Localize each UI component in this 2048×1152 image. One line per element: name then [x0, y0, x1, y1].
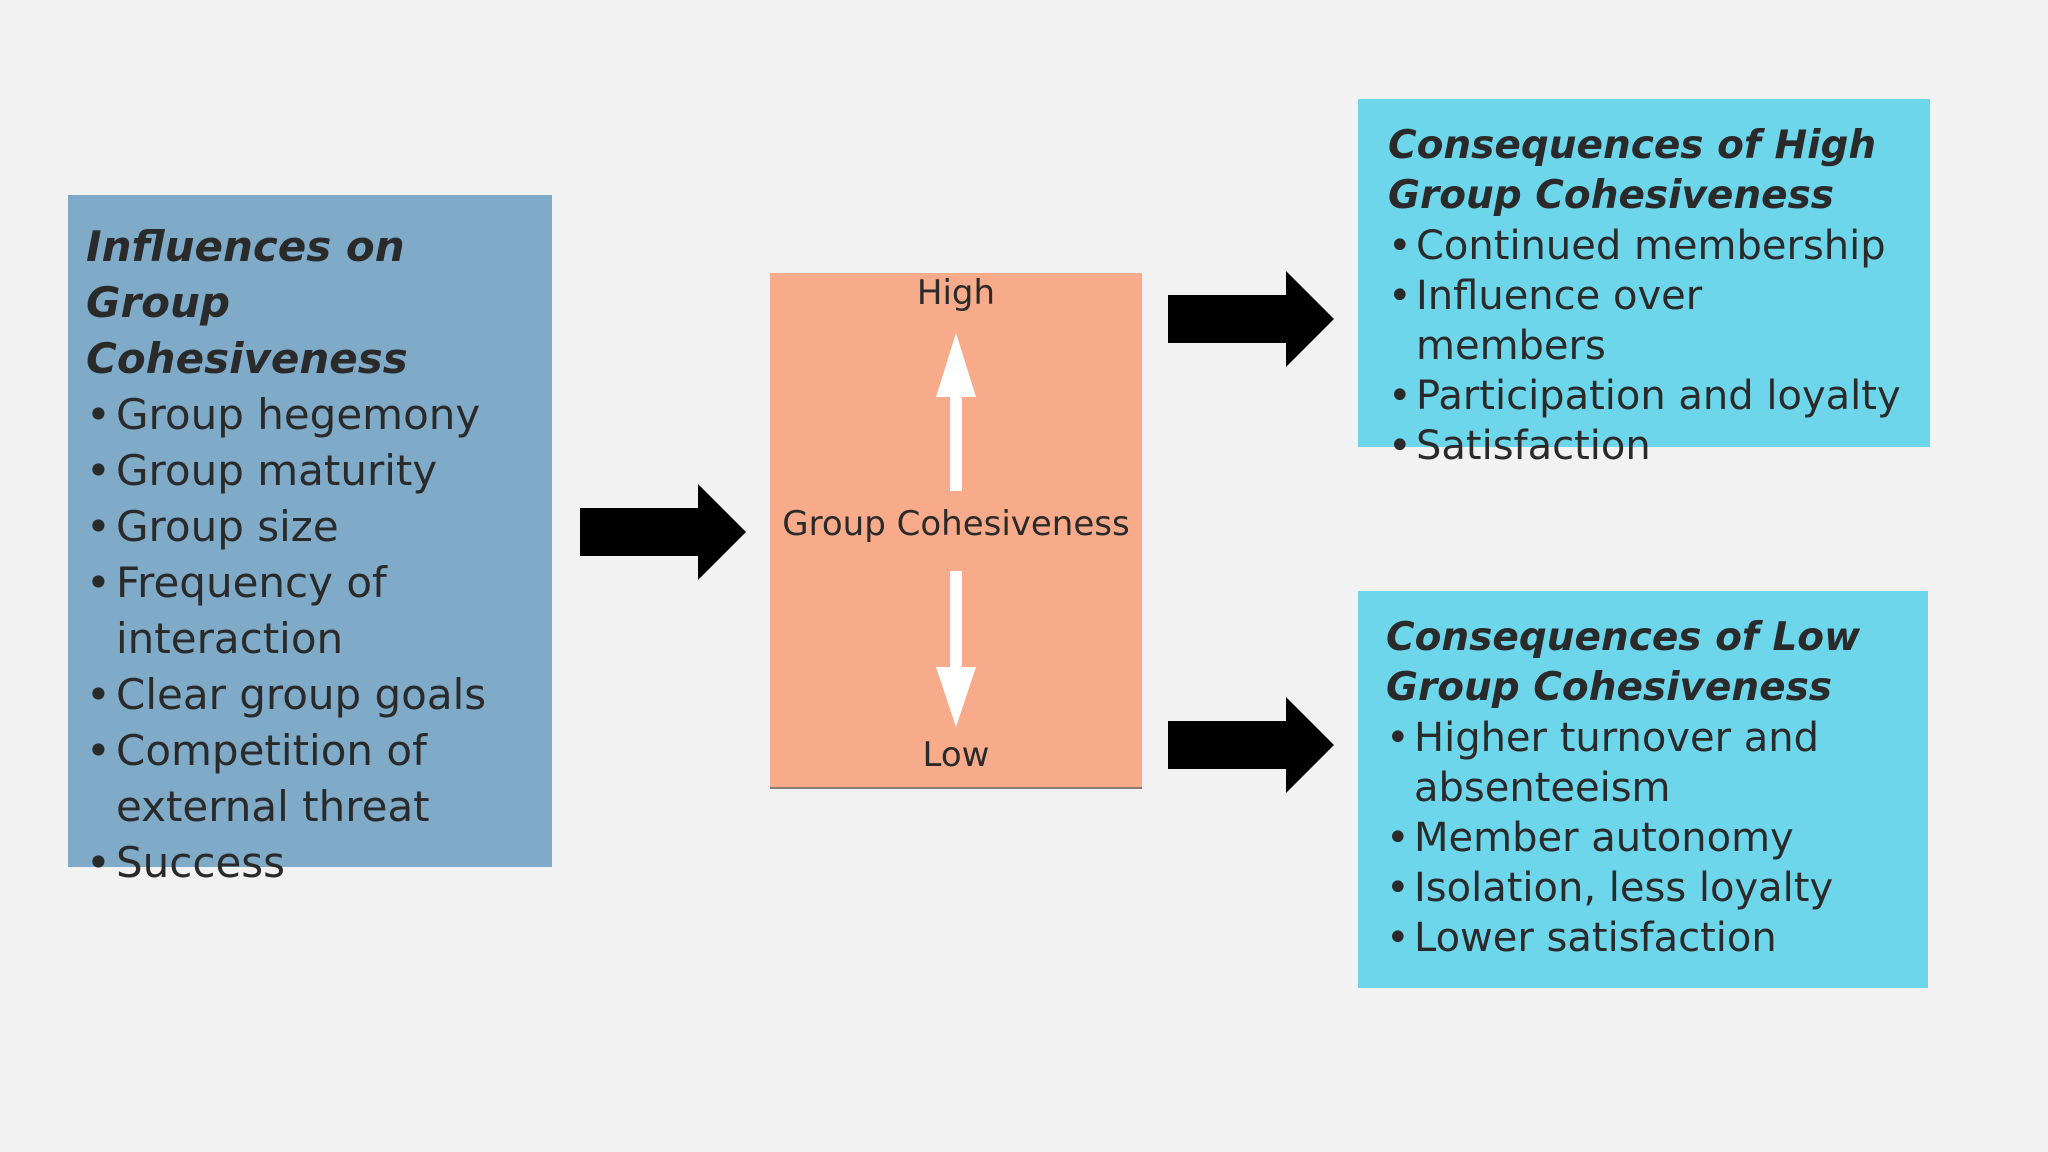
bullet: •: [86, 502, 111, 551]
high-label: High: [916, 273, 996, 313]
bullet: •: [1386, 815, 1410, 861]
influence-item: •Frequency of interaction: [86, 555, 534, 667]
influence-item: •Competition of external threat: [86, 723, 534, 835]
right-arrow-icon: [1168, 697, 1334, 793]
high-consequence-item: •Continued membership: [1388, 221, 1902, 271]
low-consequences-list: •Higher turnover and absenteeism •Member…: [1386, 713, 1900, 963]
low-consequence-item: •Isolation, less loyalty: [1386, 863, 1900, 913]
bullet: •: [1386, 865, 1410, 911]
low-consequence-item: •Higher turnover and absenteeism: [1386, 713, 1900, 813]
low-consequence-item: •Lower satisfaction: [1386, 913, 1900, 963]
bullet: •: [1388, 423, 1412, 469]
low-consequence-text: Lower satisfaction: [1414, 915, 1777, 961]
down-arrow-icon: [936, 571, 976, 727]
high-consequence-text: Continued membership: [1416, 223, 1886, 269]
bullet: •: [86, 446, 111, 495]
influence-item: •Group size: [86, 499, 534, 555]
high-consequence-item: •Influence over members: [1388, 271, 1902, 371]
low-consequences-box: Consequences of Low Group Cohesiveness •…: [1358, 591, 1928, 988]
influences-list: •Group hegemony •Group maturity •Group s…: [86, 387, 534, 891]
group-cohesiveness-label: Group Cohesiveness: [782, 504, 1130, 544]
right-arrow-icon: [580, 484, 746, 580]
bullet: •: [1388, 273, 1412, 319]
right-arrow-icon: [1168, 271, 1334, 367]
high-consequences-box: Consequences of High Group Cohesiveness …: [1358, 99, 1930, 469]
influence-item: •Group maturity: [86, 443, 534, 499]
bullet: •: [1388, 373, 1412, 419]
low-consequence-text: Isolation, less loyalty: [1414, 865, 1834, 911]
group-cohesiveness-box: High Group Cohesiveness Low: [770, 273, 1142, 789]
influences-title: Influences on Group Cohesiveness: [86, 222, 408, 383]
high-consequence-item: •Participation and loyalty: [1388, 371, 1902, 421]
high-consequence-text: Participation and loyalty: [1416, 373, 1901, 419]
bullet: •: [86, 670, 111, 719]
influence-item-text: Group size: [116, 502, 339, 551]
influence-item-text: Competition of external threat: [116, 726, 430, 831]
influence-item: •Clear group goals: [86, 667, 534, 723]
low-consequence-text: Member autonomy: [1414, 815, 1794, 861]
influences-box: Influences on Group Cohesiveness •Group …: [68, 195, 552, 887]
low-consequences-title: Consequences of Low Group Cohesiveness: [1386, 615, 1861, 710]
bullet: •: [1386, 715, 1410, 761]
high-consequences-title: Consequences of High Group Cohesiveness: [1388, 123, 1877, 218]
high-consequence-item: •Satisfaction: [1388, 421, 1902, 471]
influence-item-text: Group hegemony: [116, 390, 481, 439]
influence-item: •Success: [86, 835, 534, 891]
influence-item-text: Frequency of interaction: [116, 558, 387, 663]
up-arrow-icon: [936, 333, 976, 491]
bullet: •: [86, 726, 111, 775]
influence-item-text: Success: [116, 838, 286, 887]
low-consequence-item: •Member autonomy: [1386, 813, 1900, 863]
bullet: •: [86, 558, 111, 607]
influence-item: •Group hegemony: [86, 387, 534, 443]
influence-item-text: Group maturity: [116, 446, 438, 495]
bullet: •: [86, 390, 111, 439]
influence-item-text: Clear group goals: [116, 670, 487, 719]
bullet: •: [1388, 223, 1412, 269]
bullet: •: [1386, 915, 1410, 961]
high-consequence-text: Influence over members: [1416, 273, 1703, 369]
low-consequence-text: Higher turnover and absenteeism: [1414, 715, 1819, 811]
high-consequences-list: •Continued membership •Influence over me…: [1388, 221, 1902, 471]
low-label: Low: [922, 735, 990, 775]
bullet: •: [86, 838, 111, 887]
high-consequence-text: Satisfaction: [1416, 423, 1651, 469]
